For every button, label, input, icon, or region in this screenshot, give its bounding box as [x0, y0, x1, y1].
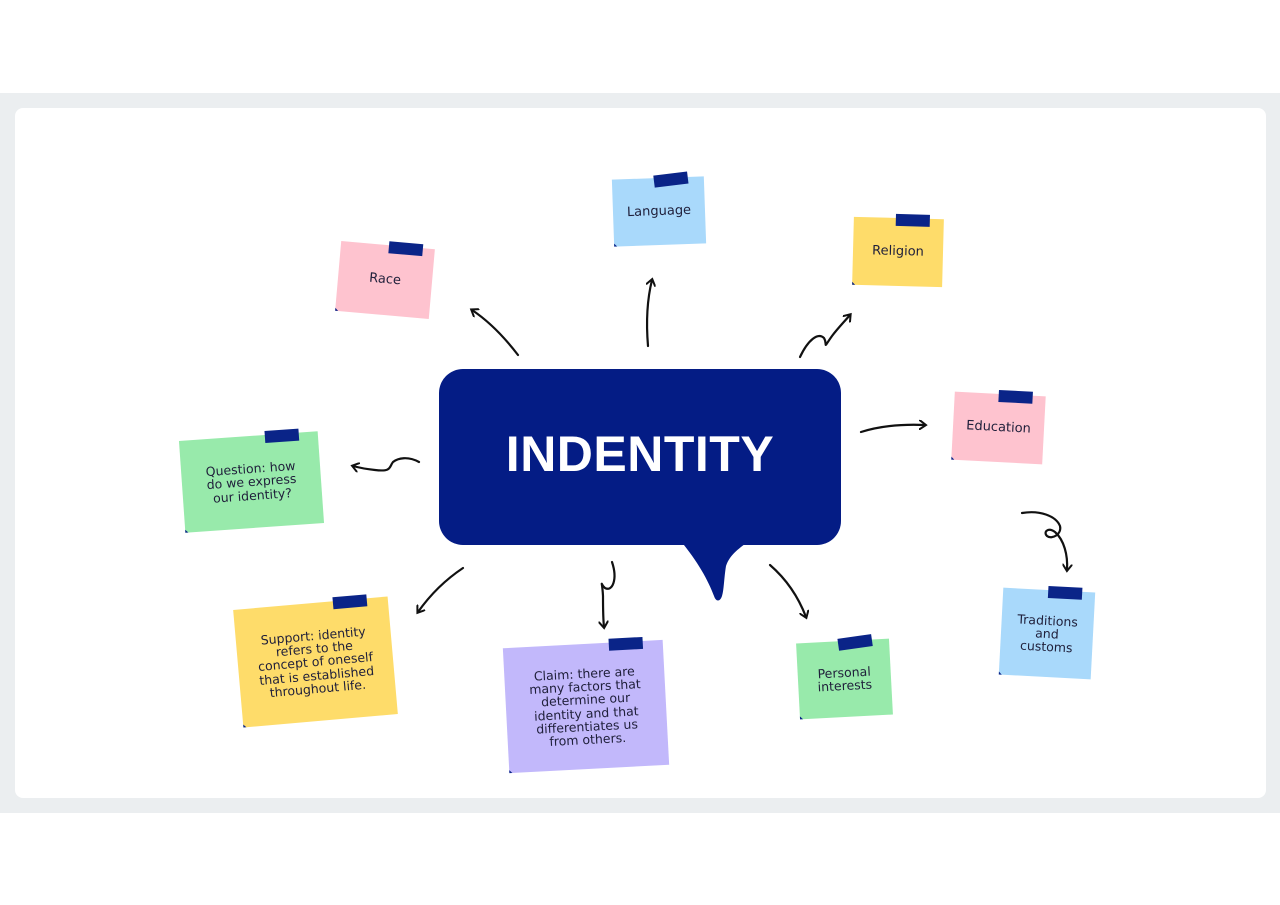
- note-corner: [243, 724, 247, 728]
- central-title: INDENTITY: [505, 426, 775, 482]
- note-corner: [799, 716, 804, 720]
- note-corner: [998, 671, 1002, 675]
- note-label: Claim: there are many factors that deter…: [528, 663, 642, 749]
- note-traditions-and-customs[interactable]: Traditions and customs: [998, 586, 1096, 680]
- note-language[interactable]: Language: [611, 171, 707, 247]
- tape-decoration: [653, 171, 689, 188]
- tape-decoration: [998, 389, 1033, 404]
- tape-decoration: [608, 636, 644, 651]
- note-support[interactable]: Support: identity refers to the concept …: [233, 594, 398, 728]
- tape-decoration: [895, 213, 930, 227]
- note-label: Question: how do we express our identity…: [205, 458, 297, 506]
- central-speech-bubble: INDENTITY: [439, 369, 841, 545]
- note-corner: [951, 456, 955, 460]
- note-education[interactable]: Education: [951, 389, 1046, 465]
- note-label: Personal interests: [817, 663, 873, 695]
- note-label: Race: [368, 270, 402, 289]
- note-religion[interactable]: Religion: [852, 213, 944, 288]
- note-label: Support: identity refers to the concept …: [257, 623, 375, 700]
- note-corner: [852, 281, 856, 285]
- note-corner: [335, 307, 339, 312]
- note-label: Education: [965, 418, 1032, 437]
- note-question[interactable]: Question: how do we express our identity…: [178, 428, 325, 533]
- note-label: Language: [626, 202, 692, 220]
- tape-decoration: [332, 594, 368, 610]
- note-corner: [509, 769, 513, 774]
- tape-decoration: [1047, 586, 1083, 600]
- note-race[interactable]: Race: [335, 241, 435, 319]
- speech-bubble-tail: [680, 540, 750, 601]
- note-claim[interactable]: Claim: there are many factors that deter…: [502, 636, 670, 774]
- note-corner: [614, 243, 618, 247]
- note-label: Religion: [871, 243, 925, 260]
- note-corner: [185, 529, 189, 533]
- tape-decoration: [264, 428, 300, 443]
- note-label: Traditions and customs: [1017, 611, 1079, 656]
- note-personal-interests[interactable]: Personal interests: [796, 634, 893, 720]
- tape-decoration: [388, 241, 424, 257]
